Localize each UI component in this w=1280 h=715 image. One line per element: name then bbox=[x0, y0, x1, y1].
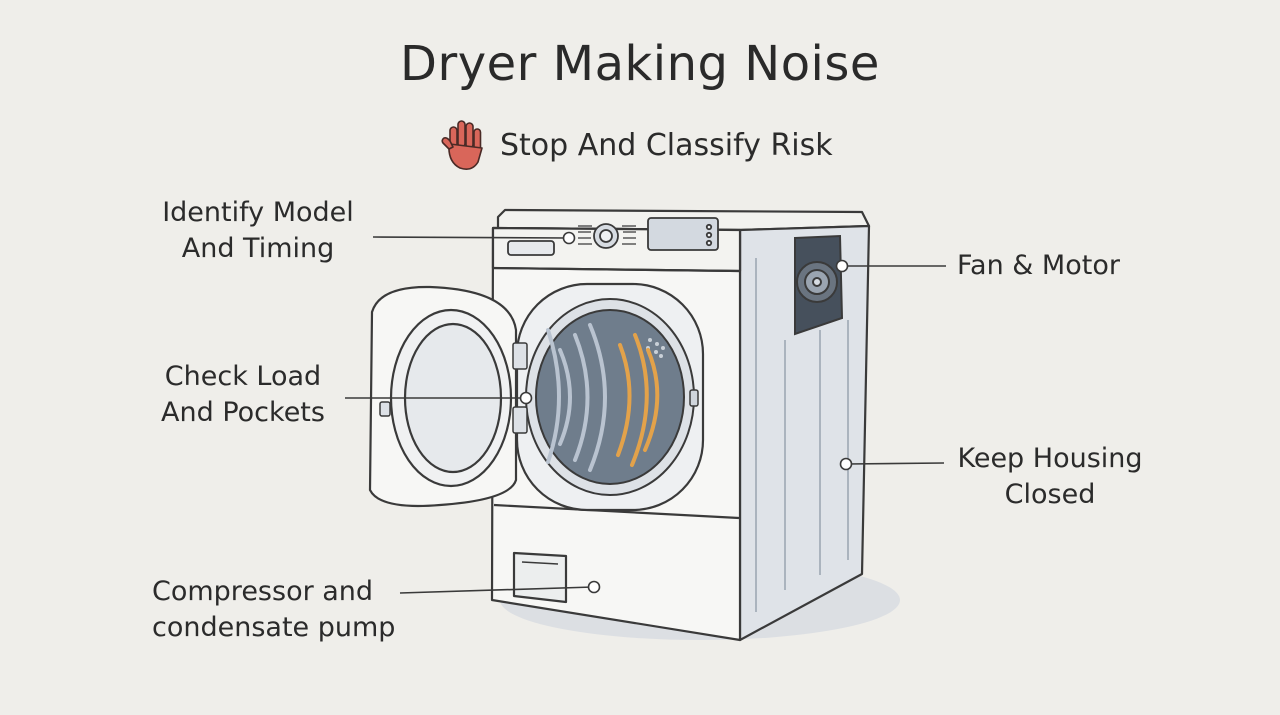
subtitle-row: Stop And Classify Risk bbox=[440, 118, 833, 172]
callout-line: Fan & Motor bbox=[957, 250, 1120, 281]
callout-line: Identify Model bbox=[162, 197, 354, 228]
callout-line: And Timing bbox=[181, 233, 335, 264]
callout-fan-motor: Fan & Motor bbox=[957, 248, 1157, 284]
subtitle-text: Stop And Classify Risk bbox=[500, 127, 833, 163]
control-panel bbox=[507, 217, 719, 256]
callout-line: condensate pump bbox=[152, 612, 396, 643]
drum bbox=[515, 282, 705, 512]
callout-line: Check Load bbox=[164, 361, 322, 392]
callout-line: And Pockets bbox=[161, 397, 325, 428]
callout-keep-housing: Keep Housing Closed bbox=[950, 441, 1150, 513]
callout-line: Compressor and bbox=[152, 576, 374, 607]
leader-lines bbox=[345, 236, 946, 594]
open-door bbox=[368, 285, 528, 508]
callout-check-load: Check Load And Pockets bbox=[148, 359, 338, 431]
callout-identify-model: Identify Model And Timing bbox=[150, 195, 366, 267]
callout-line: Closed bbox=[1004, 479, 1096, 510]
page-title: Dryer Making Noise bbox=[400, 36, 880, 92]
leader-dots bbox=[519, 231, 853, 594]
callout-line: Keep Housing bbox=[957, 443, 1143, 474]
callout-compressor: Compressor and condensate pump bbox=[152, 574, 397, 646]
fan-motor-unit bbox=[794, 234, 844, 336]
hand-stop-icon bbox=[441, 120, 483, 170]
